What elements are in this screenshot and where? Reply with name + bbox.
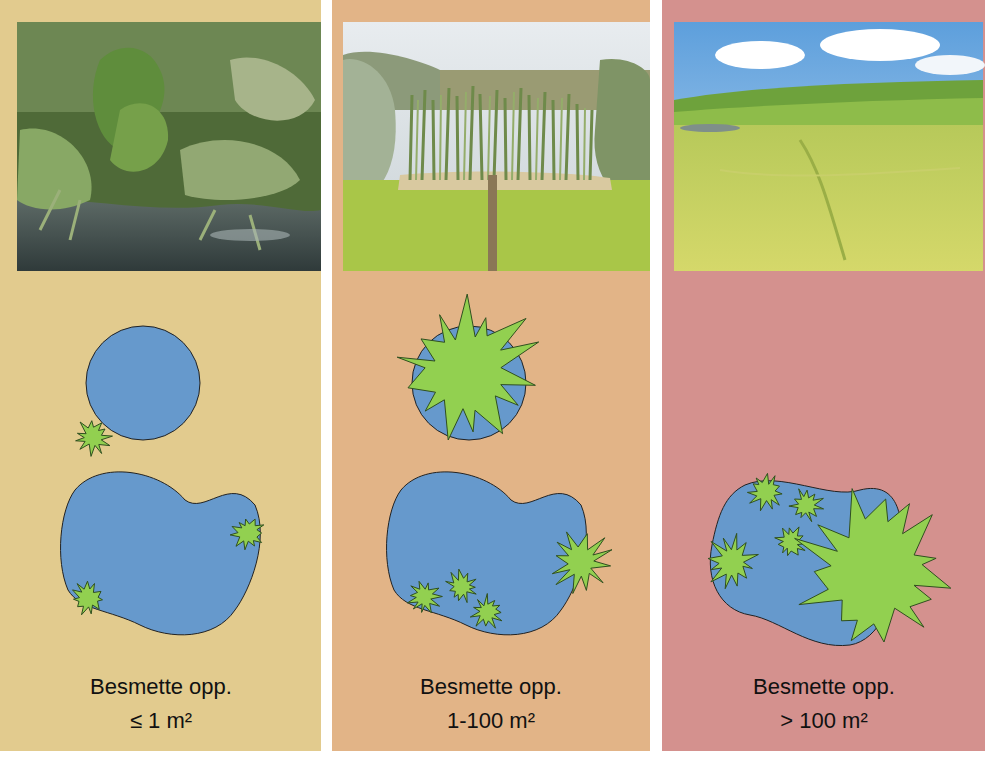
- area-label: Besmette opp. ≤ 1 m²: [86, 670, 236, 738]
- plant-patch: [789, 489, 824, 522]
- size-band: Besmette opp. 1-100 m²: [332, 0, 650, 751]
- area-label: Besmette opp. > 100 m²: [749, 670, 899, 738]
- plant-patch: [708, 533, 758, 588]
- photo: [343, 22, 650, 271]
- panel-ground: [0, 0, 321, 751]
- photo: [17, 22, 321, 271]
- size-band: Besmette opp. ≤ 1 m²: [0, 0, 321, 751]
- panel-strip: [332, 0, 650, 10]
- size-band: Besmette opp. > 100 m²: [662, 0, 985, 751]
- panel-strip: [662, 0, 985, 10]
- plant-patch: [795, 489, 951, 642]
- water-circle: [86, 326, 200, 440]
- panel-ground: [662, 0, 985, 751]
- plant-patch: [230, 519, 264, 550]
- plant-patch: [552, 532, 612, 594]
- plant-patch: [76, 421, 113, 457]
- plant-patch: [73, 581, 103, 615]
- plant-patch: [397, 294, 539, 440]
- photo: [674, 22, 985, 271]
- plant-patch: [747, 473, 782, 510]
- plant-patch: [446, 569, 477, 603]
- plant-patch: [407, 581, 442, 613]
- plant-patch: [470, 594, 502, 629]
- water-pond: [387, 472, 587, 635]
- area-label: Besmette opp. 1-100 m²: [416, 670, 566, 738]
- panel-ground: [332, 0, 650, 751]
- water-pond: [61, 472, 261, 635]
